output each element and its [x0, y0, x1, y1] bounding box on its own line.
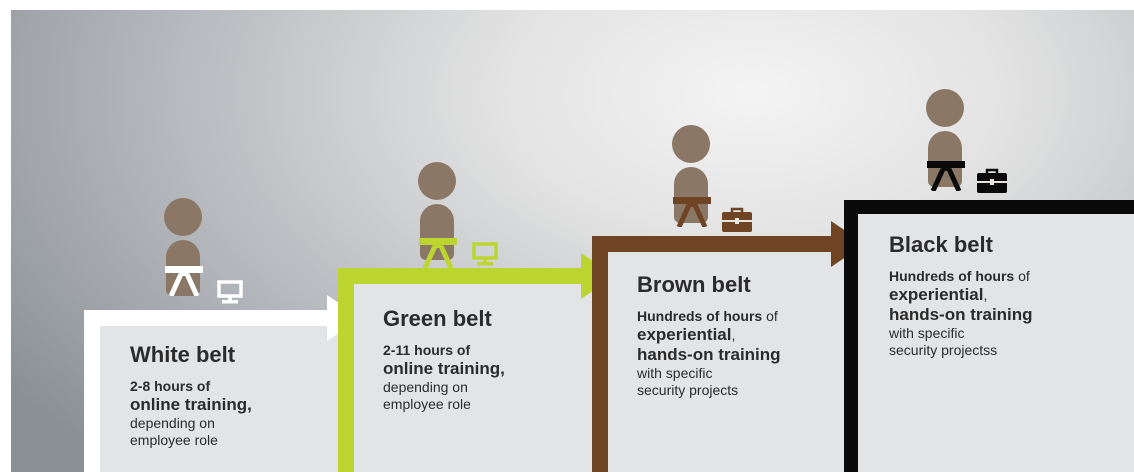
description-line: 2-11 hours of — [383, 342, 583, 359]
description-text: 2-11 hours of — [383, 342, 471, 358]
step-title: Brown belt — [637, 272, 751, 297]
briefcase-icon — [722, 207, 752, 232]
description-line: employee role — [130, 432, 330, 449]
description-line: security projectss — [889, 342, 1119, 359]
description-text: security projects — [637, 382, 739, 398]
description-line: experiential, — [889, 285, 1119, 305]
description-text: , — [731, 327, 736, 343]
step-title: White belt — [130, 342, 236, 367]
monitor-icon — [472, 242, 498, 266]
black-belt-panel — [844, 200, 1134, 472]
description-text: with specific — [637, 365, 713, 381]
description-text: security projectss — [889, 342, 998, 358]
brown-belt-panel — [592, 236, 851, 472]
green-belt-panel — [338, 268, 601, 472]
description-text: depending on — [383, 379, 468, 395]
description-text: experiential — [889, 285, 984, 304]
person-body — [674, 167, 708, 223]
description-text: of — [1014, 268, 1030, 284]
description-text: employee role — [383, 396, 471, 412]
description-line: depending on — [130, 415, 330, 432]
description-text: employee role — [130, 432, 218, 448]
person-head — [164, 198, 202, 236]
description-line: 2-8 hours of — [130, 378, 330, 395]
description-text: online training, — [383, 359, 505, 378]
description-text: hands-on training — [889, 305, 1033, 324]
description-text: experiential — [637, 325, 732, 344]
person-head — [418, 162, 456, 200]
description-text: , — [983, 287, 988, 303]
belt-knot-icon — [673, 197, 711, 227]
description-text: depending on — [130, 415, 215, 431]
description-line: online training, — [383, 359, 583, 379]
belt-knot-icon — [419, 238, 457, 268]
briefcase-icon — [977, 168, 1007, 193]
person-head — [926, 89, 964, 127]
belt-knot-icon — [927, 161, 965, 191]
description-line: online training, — [130, 395, 330, 415]
description-text: with specific — [889, 325, 965, 341]
description-line: employee role — [383, 396, 583, 413]
description-text: hands-on training — [637, 345, 781, 364]
description-line: experiential, — [637, 325, 837, 345]
description-text: Hundreds of hours — [889, 268, 1015, 284]
person-head — [672, 125, 710, 163]
description-line: security projects — [637, 382, 837, 399]
description-line: depending on — [383, 379, 583, 396]
white-belt-panel — [84, 310, 347, 472]
description-text: online training, — [130, 395, 252, 414]
description-text: of — [762, 308, 778, 324]
description-line: hands-on training — [889, 305, 1119, 325]
step-title: Green belt — [383, 306, 492, 331]
description-line: Hundreds of hours of — [637, 308, 837, 325]
description-text: Hundreds of hours — [637, 308, 763, 324]
description-line: hands-on training — [637, 345, 837, 365]
monitor-icon — [217, 280, 243, 304]
belt-knot-icon — [165, 266, 203, 296]
description-line: Hundreds of hours of — [889, 268, 1119, 285]
description-line: with specific — [637, 365, 837, 382]
description-text: 2-8 hours of — [130, 378, 211, 394]
person-body — [928, 131, 962, 187]
person-body — [420, 204, 454, 260]
step-title: Black belt — [889, 232, 993, 257]
description-line: with specific — [889, 325, 1119, 342]
